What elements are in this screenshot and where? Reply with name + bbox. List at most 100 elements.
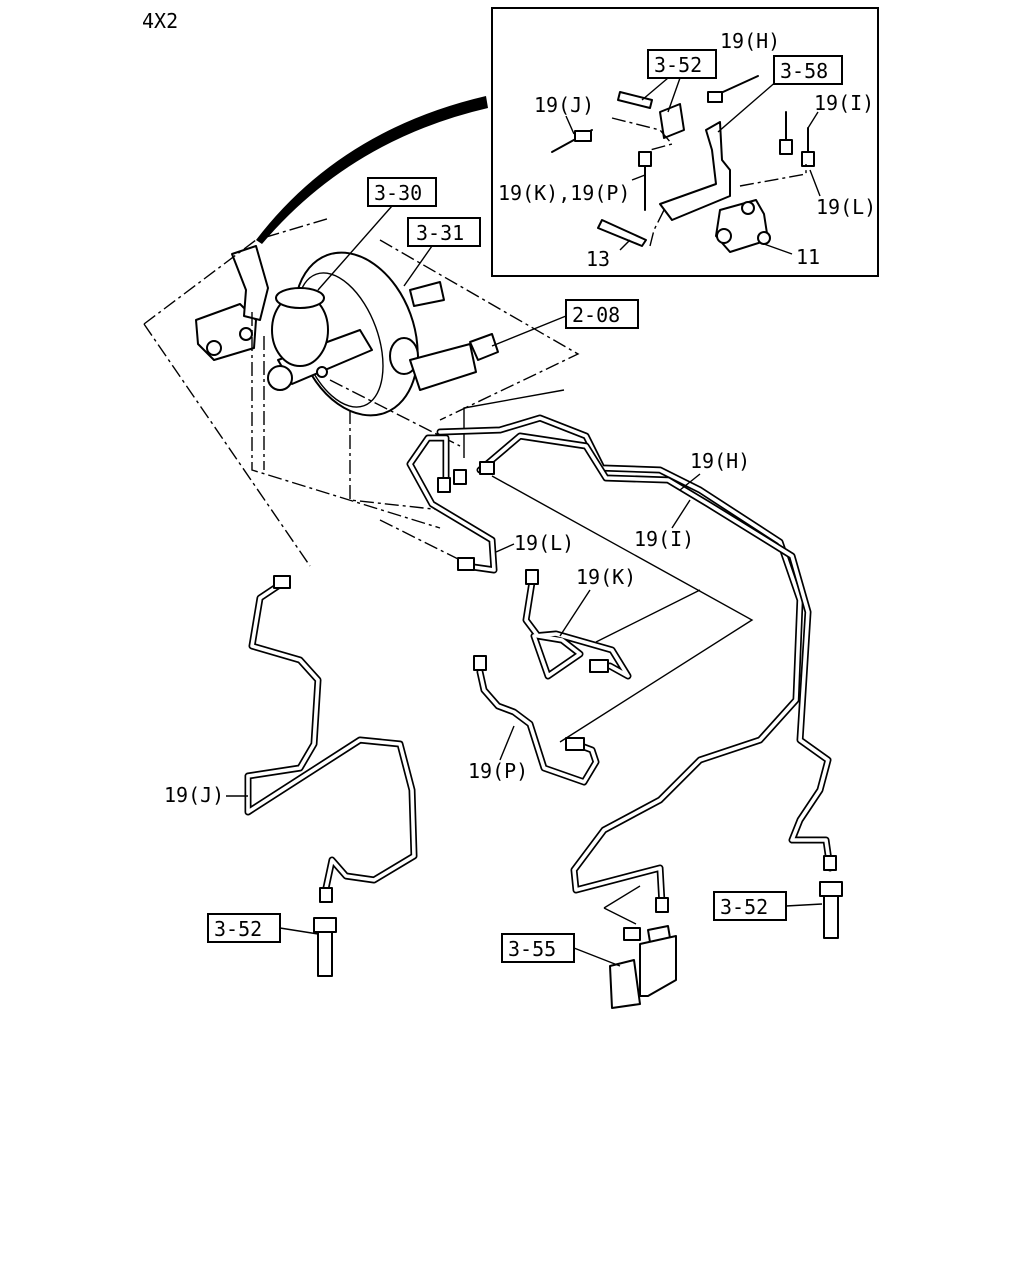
leader-3-52-right — [785, 903, 823, 907]
nut-19k-top — [525, 569, 539, 585]
leader-19k — [559, 589, 591, 637]
p-valve-left-port-b — [239, 327, 253, 341]
rear-bracket-leader — [603, 885, 641, 925]
pipes — [244, 414, 834, 908]
pipe-19j — [244, 578, 418, 892]
reservoir-cap — [275, 287, 325, 309]
rear-bracket — [609, 959, 641, 1009]
clutch-pushrod-fitting — [469, 333, 499, 361]
callouts: 3-30 3-31 2-08 3-52 3-52 3-55 — [207, 177, 823, 967]
pipe-19k-inner — [524, 580, 630, 678]
callout-3-55-box — [501, 933, 575, 963]
mc-port — [316, 366, 328, 378]
callout-3-58-box — [773, 55, 843, 85]
leader-19l-label — [495, 543, 515, 553]
hose-left-nut — [313, 917, 337, 933]
inset-leader-13 — [619, 239, 631, 251]
inset-valve-port-c — [757, 231, 771, 245]
inset-valve-port-a — [741, 201, 755, 215]
nut-19l-end — [457, 557, 475, 571]
callout-3-52-inset[interactable]: 3-52 — [654, 53, 702, 77]
callout-3-30-box — [367, 177, 437, 207]
nut-19j-top — [273, 575, 291, 589]
label-19h: 19(H) — [690, 449, 750, 473]
rear-bracket-assembly — [603, 885, 677, 1009]
inset-label-19l: 19(L) — [816, 195, 876, 219]
nut-19l-top — [437, 477, 451, 493]
leader-3-30 — [317, 205, 393, 291]
nut-19l-top-b — [453, 469, 467, 485]
inset-valve-port-b — [716, 228, 732, 244]
inset-label-19j: 19(J) — [534, 93, 594, 117]
inset-nut-19h — [707, 91, 723, 103]
callout-3-31-box — [407, 217, 481, 247]
pipe-19j-inner — [246, 580, 416, 890]
hose-right-nut — [819, 881, 843, 897]
inset-bolt — [617, 91, 653, 109]
callout-3-31[interactable]: 3-31 — [416, 221, 464, 245]
inset-nut-19kp — [638, 151, 652, 167]
inset-bracket — [659, 121, 731, 221]
callout-3-52-right[interactable]: 3-52 — [720, 895, 768, 919]
leader-19l — [379, 519, 461, 561]
label-19k: 19(K) — [576, 565, 636, 589]
inset-nut-19i — [779, 139, 793, 155]
inset-detail: 3-52 3-58 19(H) 19(I) 19(J) 19(K),19(P) … — [491, 7, 879, 277]
leader-box-left-down — [143, 323, 311, 567]
clutch-master-cylinder — [409, 343, 477, 391]
label-19j: 19(J) — [164, 783, 224, 807]
inset-leader-3-52b — [641, 77, 669, 101]
inset-label-11: 11 — [796, 245, 820, 269]
inset-leader-11 — [763, 243, 793, 255]
leader-19h — [679, 473, 701, 491]
callout-3-30[interactable]: 3-30 — [374, 181, 422, 205]
inset-leader-3-58 — [717, 79, 779, 133]
label-19i: 19(I) — [634, 527, 694, 551]
callout-3-55[interactable]: 3-55 — [508, 937, 556, 961]
inset-connector-block — [659, 103, 685, 139]
nut-19h-top — [479, 461, 495, 475]
variant-label: 4X2 — [142, 9, 178, 33]
inset-leader-19kp — [631, 174, 646, 181]
inset-leader-19l — [809, 169, 821, 197]
pipe-19p-inner — [478, 670, 598, 784]
callout-3-58[interactable]: 3-58 — [780, 59, 828, 83]
inset-bolt-13 — [597, 219, 647, 247]
inset-leader-19j — [565, 115, 575, 135]
leader-mc-down — [349, 410, 443, 511]
label-19l: 19(L) — [514, 531, 574, 555]
nut-19i-bottom — [823, 855, 837, 871]
leader-3-55 — [573, 947, 621, 967]
callout-3-52-left-box — [207, 913, 281, 943]
inset-leader-3-52 — [667, 77, 681, 113]
booster-bracket — [409, 281, 445, 307]
callout-2-08[interactable]: 2-08 — [572, 303, 620, 327]
p-valve-left-port-a — [206, 340, 222, 356]
leader-19p — [499, 725, 515, 761]
label-19p: 19(P) — [468, 759, 528, 783]
inset-label-13: 13 — [586, 247, 610, 271]
inset-leader-19i — [807, 111, 819, 129]
inset-nut-19l — [801, 151, 815, 167]
leader-3-52-left — [279, 927, 319, 935]
inset-label-19h: 19(H) — [720, 29, 780, 53]
inset-label-19i: 19(I) — [814, 91, 874, 115]
nut-19h-bottom — [655, 897, 669, 913]
callout-3-52-right-box — [713, 891, 787, 921]
fittings — [273, 461, 837, 913]
master-cylinder-assembly — [195, 245, 499, 417]
pipe-labels: 19(H) 19(I) 19(L) 19(K) 19(P) 19(J) — [164, 449, 750, 807]
callout-3-52-left[interactable]: 3-52 — [214, 917, 262, 941]
leader-19h-i — [463, 389, 565, 458]
pipe-19l-inner — [408, 436, 496, 572]
leader-19k-lines — [491, 475, 754, 743]
leader-19i — [671, 499, 691, 529]
nut-19k-end — [589, 659, 609, 673]
pipe-19l — [406, 434, 498, 574]
leader-2-08 — [491, 315, 567, 347]
rear-nut — [623, 927, 641, 941]
leader-19k-lines-2 — [595, 589, 701, 643]
construction-lines — [143, 217, 754, 743]
inset-label-19kp: 19(K),19(P) — [498, 181, 630, 205]
